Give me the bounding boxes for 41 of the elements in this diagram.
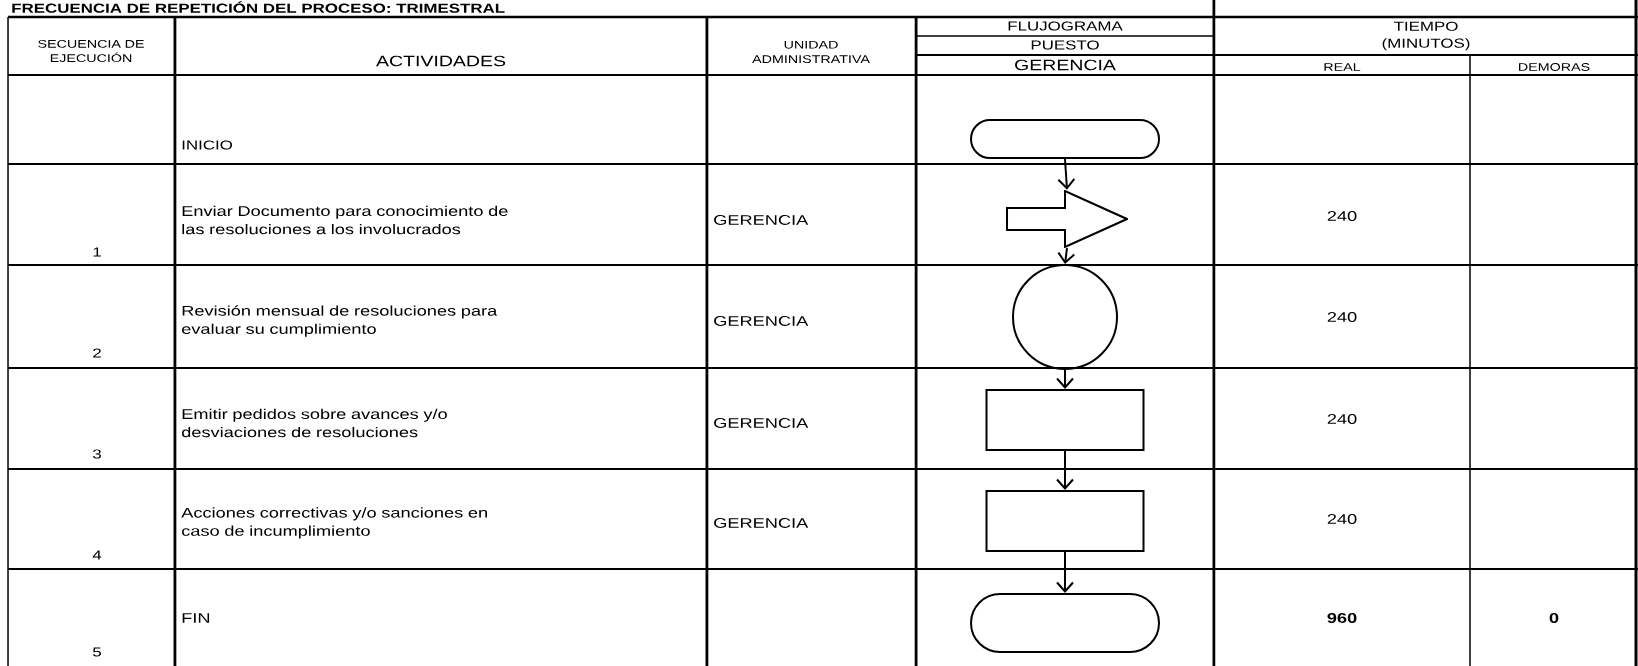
table-cell: Revisión mensual de resoluciones para evaluar su cumplimiento [182, 305, 498, 337]
table-cell: GERENCIA [714, 518, 809, 528]
table-cell: 0 [1549, 613, 1559, 623]
terminator-shape [970, 593, 1160, 653]
column-header: TIEMPO (MINUTOS) [1382, 21, 1470, 51]
table-title: FRECUENCIA DE REPETICIÓN DEL PROCESO: TRIMESTRAL [12, 1, 505, 13]
table-cell: 240 [1327, 211, 1357, 221]
arrow [1057, 158, 1076, 190]
table-cell: 240 [1327, 514, 1357, 524]
column-header: SECUENCIA DE EJECUCIÓN [38, 39, 144, 63]
column-header: REAL [1324, 63, 1361, 71]
column-header: GERENCIA [1015, 59, 1116, 71]
table-cell: 3 [92, 449, 101, 459]
connector-circle [1012, 264, 1118, 370]
table-cell: Acciones correctivas y/o sanciones en caso de incumplimiento [181, 507, 487, 539]
arrow [1056, 551, 1074, 593]
table-cell: FIN [182, 613, 210, 623]
table-cell: INICIO [182, 140, 233, 150]
column-header: FLUJOGRAMA [1008, 21, 1123, 31]
table-cell: 5 [93, 647, 101, 657]
process-box [985, 389, 1145, 451]
transport-arrow-shape [1006, 190, 1128, 248]
process-box [985, 490, 1145, 552]
table-cell: GERENCIA [714, 418, 809, 428]
table-cell: 240 [1327, 414, 1357, 424]
table-cell: 2 [93, 348, 101, 358]
column-header: PUESTO [1031, 40, 1099, 50]
table-cell: 960 [1327, 613, 1357, 623]
table-cell: GERENCIA [714, 215, 809, 225]
table-cell: 240 [1327, 312, 1357, 322]
table-cell: GERENCIA [714, 316, 809, 326]
table-cell: 4 [92, 550, 102, 560]
table-cell: Emitir pedidos sobre avances y/o desviaciones de resoluciones [182, 408, 447, 438]
column-header: ACTIVIDADES [376, 55, 506, 67]
terminator-shape [970, 119, 1160, 159]
arrow [1056, 450, 1074, 490]
table-cell: 1 [93, 247, 101, 257]
column-header: DEMORAS [1519, 63, 1590, 71]
arrow [1056, 369, 1074, 389]
column-header: UNIDAD ADMINISTRATIVA [752, 41, 870, 63]
table-cell: Enviar Documento para conocimiento de las resoluciones a los involucrados [182, 205, 508, 235]
